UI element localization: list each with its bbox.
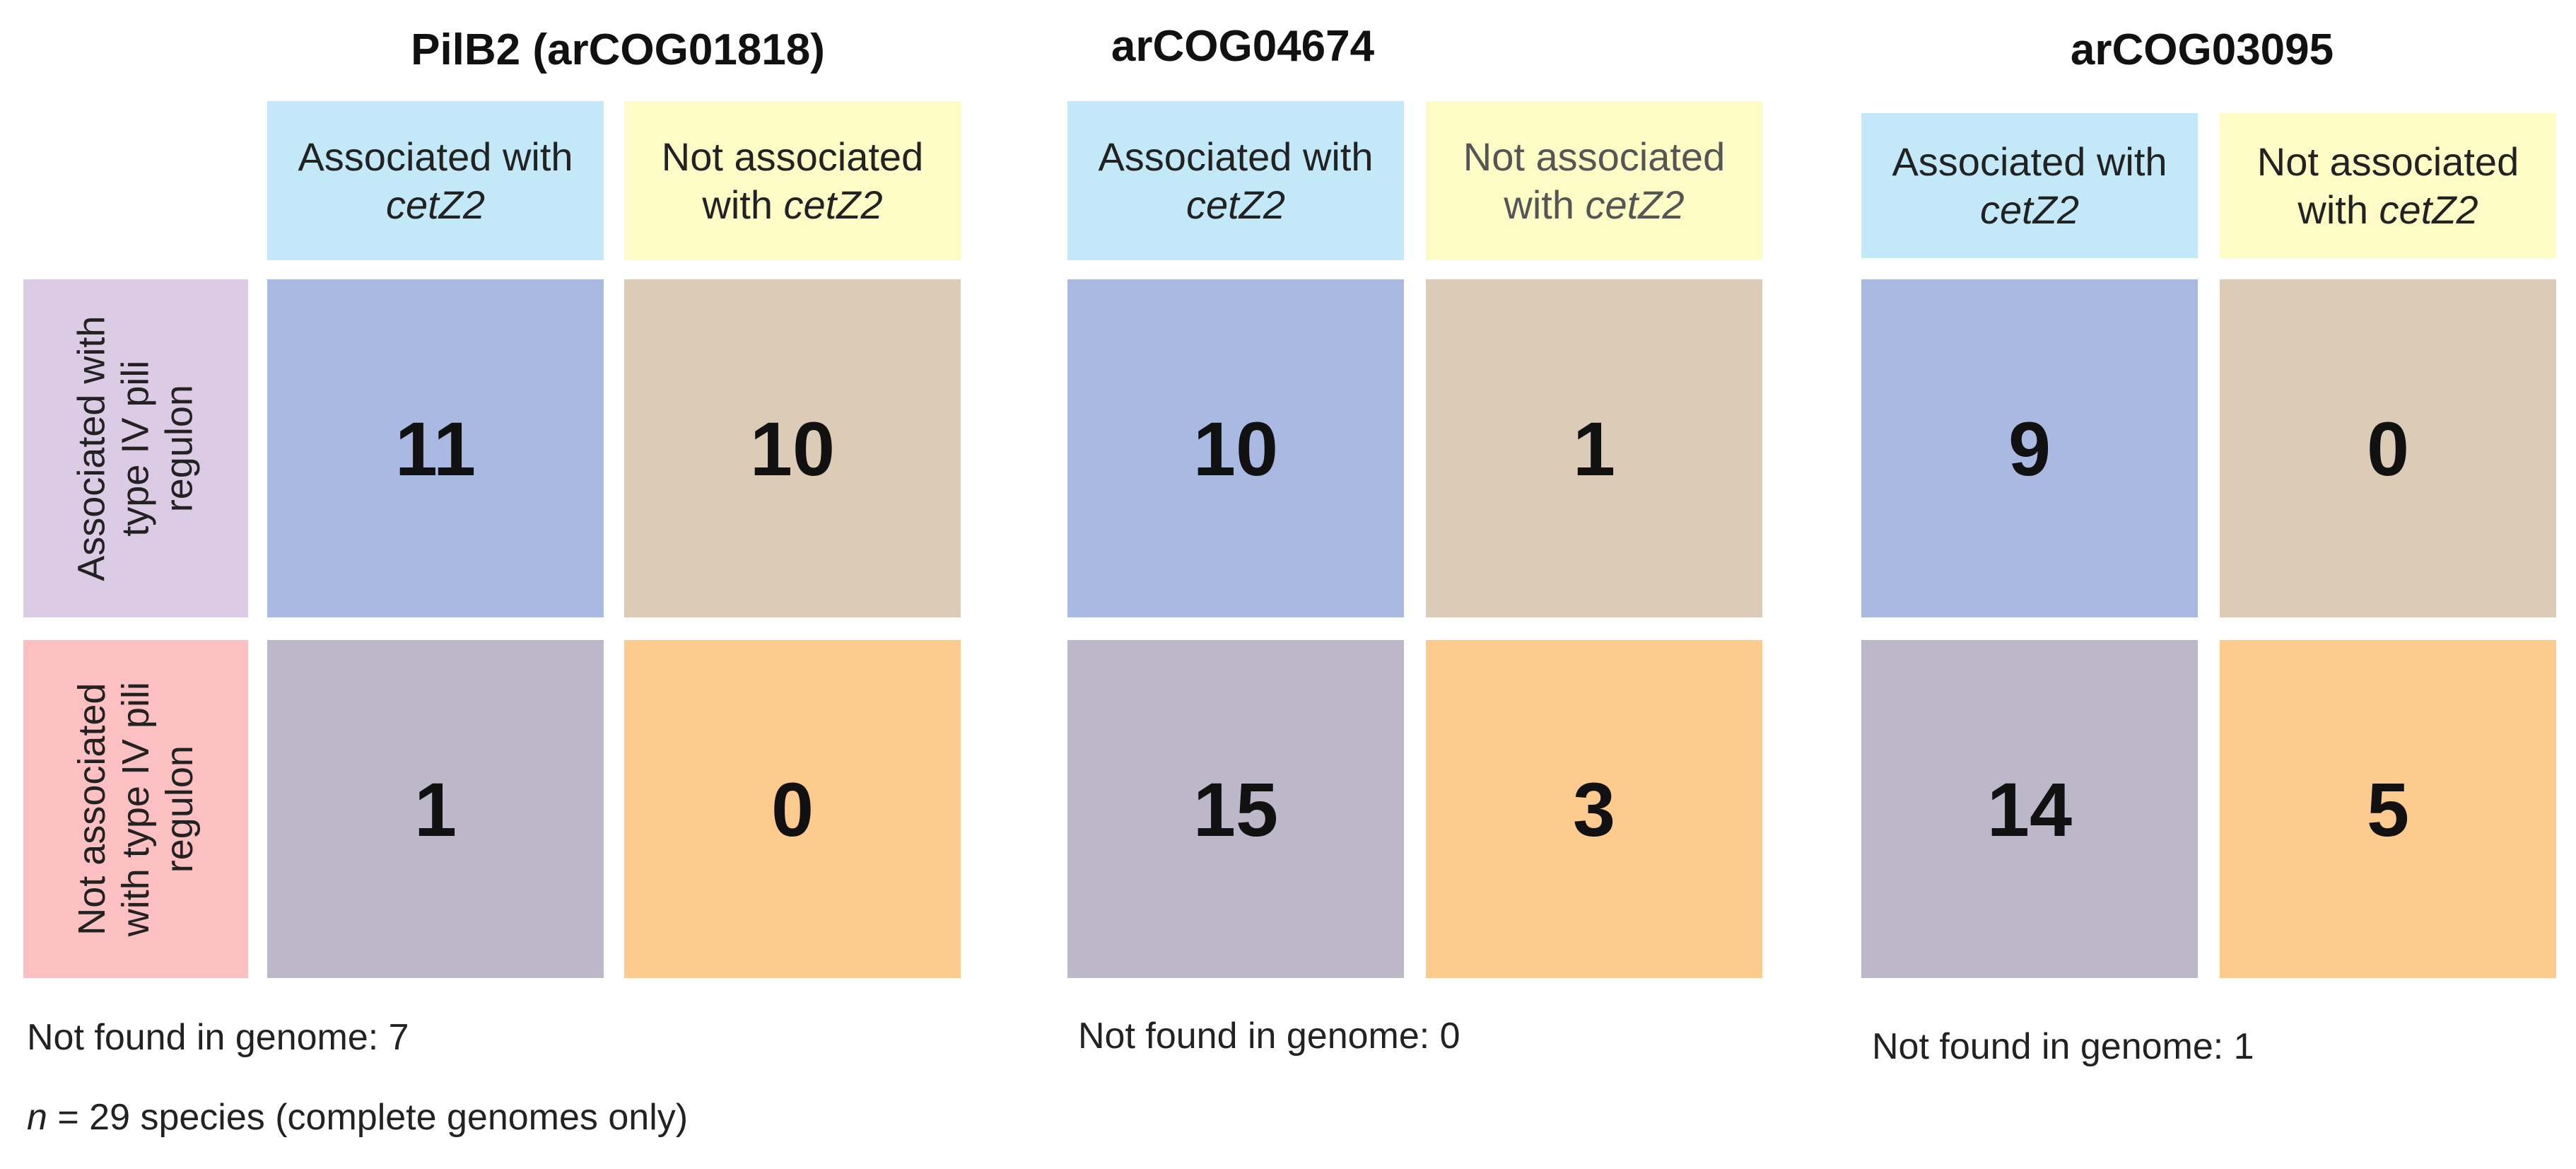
gene-name: cetZ2 [1585, 182, 1685, 227]
cell-arcog03095-r2c1: 14 [1861, 640, 2198, 978]
not-found-arcog03095: Not found in genome: 1 [1872, 1026, 2254, 1067]
panel-title-arcog03095: arCOG03095 [2070, 25, 2334, 74]
not-found-pilb2: Not found in genome: 7 [27, 1017, 409, 1058]
footnote-text: = 29 species (complete genomes only) [47, 1097, 689, 1138]
gene-name: cetZ2 [2379, 187, 2478, 232]
gene-name: cetZ2 [783, 182, 883, 227]
row-label-not-associated: Not associated with type IV pili regulon [23, 640, 248, 978]
gene-name: cetZ2 [1185, 182, 1286, 227]
cell-arcog04674-r2c1: 15 [1067, 640, 1404, 978]
col-header-line1: Associated with [1098, 134, 1374, 180]
col-header-line1: Not associated [1463, 134, 1726, 180]
col-header-associated-arcog04674: Associated with cetZ2 [1067, 101, 1404, 260]
col-header-line1: Associated with [298, 134, 573, 180]
cell-pilb2-r2c2: 0 [624, 640, 961, 978]
col-header-associated-arcog03095: Associated with cetZ2 [1861, 113, 2198, 258]
row-label-associated-line2: type IV pili [114, 360, 157, 537]
cell-arcog03095-r1c1: 9 [1861, 279, 2198, 617]
col-header-not-associated-arcog04674: Not associated with cetZ2 [1426, 101, 1762, 260]
col-header-line1: Not associated [661, 134, 924, 180]
row-label-associated: Associated with type IV pili regulon [23, 279, 248, 617]
cell-arcog04674-r1c2: 1 [1426, 279, 1762, 617]
cell-pilb2-r2c1: 1 [267, 640, 604, 978]
cell-arcog04674-r2c2: 3 [1426, 640, 1762, 978]
footnote: n = 29 species (complete genomes only) [27, 1096, 688, 1139]
col-header-line1: Associated with [1892, 139, 2167, 185]
row-label-associated-line3: regulon [158, 384, 201, 513]
panel-title-pilb2: PilB2 (arCOG01818) [411, 25, 825, 74]
col-header-associated-pilb2: Associated with cetZ2 [267, 101, 604, 260]
col-header-line1: Not associated [2256, 139, 2519, 185]
not-found-arcog04674: Not found in genome: 0 [1078, 1016, 1460, 1057]
col-header-not-associated-arcog03095: Not associated with cetZ2 [2220, 113, 2556, 258]
col-header-not-associated-pilb2: Not associated with cetZ2 [624, 101, 961, 260]
cell-pilb2-r1c2: 10 [624, 279, 961, 617]
cell-arcog03095-r1c2: 0 [2220, 279, 2556, 617]
row-label-not-associated-line3: regulon [158, 745, 201, 873]
row-label-not-associated-line1: Not associated [70, 682, 113, 936]
gene-name: cetZ2 [385, 182, 486, 227]
cell-arcog03095-r2c2: 5 [2220, 640, 2556, 978]
cell-pilb2-r1c1: 11 [267, 279, 604, 617]
panel-title-arcog04674: arCOG04674 [1111, 22, 1375, 71]
row-label-not-associated-line2: with type IV pili [114, 681, 157, 937]
row-label-associated-line1: Associated with [70, 315, 113, 581]
cell-arcog04674-r1c1: 10 [1067, 279, 1404, 617]
footnote-n: n [27, 1097, 47, 1138]
gene-name: cetZ2 [1979, 187, 2080, 232]
